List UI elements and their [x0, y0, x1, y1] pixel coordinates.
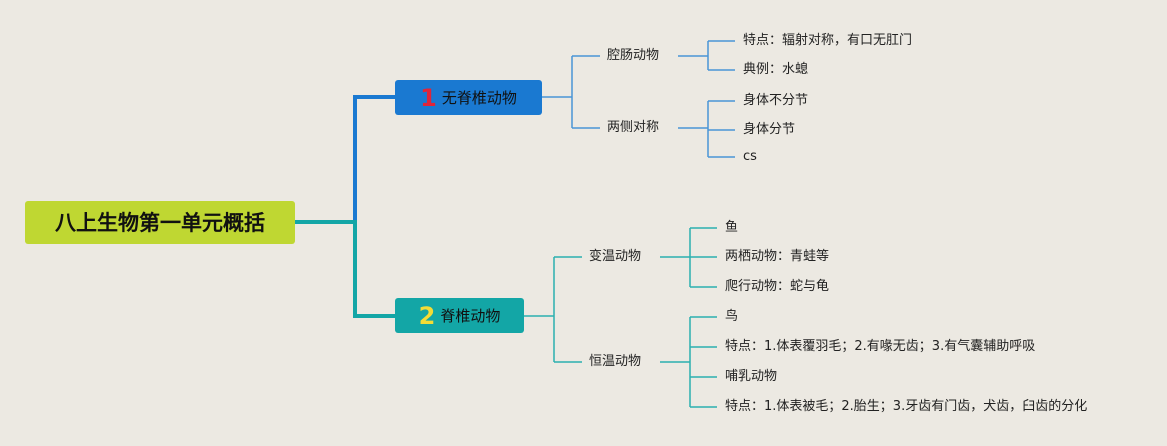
leaf-node[interactable]: 身体不分节 — [743, 93, 809, 108]
leaf-node[interactable]: 鸟 — [725, 309, 739, 324]
branch-number-2: 2 — [418, 301, 436, 330]
connector-root-branch1 — [295, 95, 395, 224]
connector-branch2-groups — [524, 256, 582, 363]
leaf-node[interactable]: 特点：辐射对称，有口无肛门 — [743, 33, 913, 48]
group-endotherms[interactable]: 恒温动物 — [589, 354, 642, 369]
connector-group1-leaves — [678, 40, 735, 71]
branch-label: 无脊椎动物 — [441, 88, 517, 107]
connector-group2-leaves — [678, 100, 735, 158]
leaf-node[interactable]: 哺乳动物 — [725, 369, 778, 384]
branch-number-1: 1 — [420, 83, 437, 112]
leaf-node[interactable]: cs — [743, 149, 757, 164]
leaf-node[interactable]: 两栖动物：青蛙等 — [725, 249, 830, 264]
group-ectotherms[interactable]: 变温动物 — [589, 249, 642, 264]
leaf-node[interactable]: 特点：1.体表被毛；2.胎生；3.牙齿有门齿，犬齿，臼齿的分化 — [725, 399, 1088, 414]
leaf-node[interactable]: 特点：1.体表覆羽毛；2.有喙无齿；3.有气囊辅助呼吸 — [725, 339, 1036, 354]
branch-invertebrates[interactable]: 1 无脊椎动物 — [395, 80, 542, 115]
connector-group4-leaves — [660, 316, 717, 408]
branch-vertebrates[interactable]: 2 脊椎动物 — [395, 298, 524, 333]
group-coelenterates[interactable]: 腔肠动物 — [607, 48, 660, 63]
branch-label: 脊椎动物 — [440, 306, 501, 325]
leaf-node[interactable]: 鱼 — [725, 220, 739, 235]
connector-root-branch2 — [295, 220, 395, 318]
group-bilateral[interactable]: 两侧对称 — [607, 120, 660, 135]
leaf-node[interactable]: 典例：水螅 — [743, 62, 809, 77]
connector-branch1-groups — [542, 55, 600, 129]
root-node[interactable]: 八上生物第一单元概括 — [25, 201, 295, 244]
connector-group3-leaves — [660, 227, 717, 288]
leaf-node[interactable]: 身体分节 — [743, 122, 796, 137]
leaf-node[interactable]: 爬行动物：蛇与龟 — [725, 279, 830, 294]
